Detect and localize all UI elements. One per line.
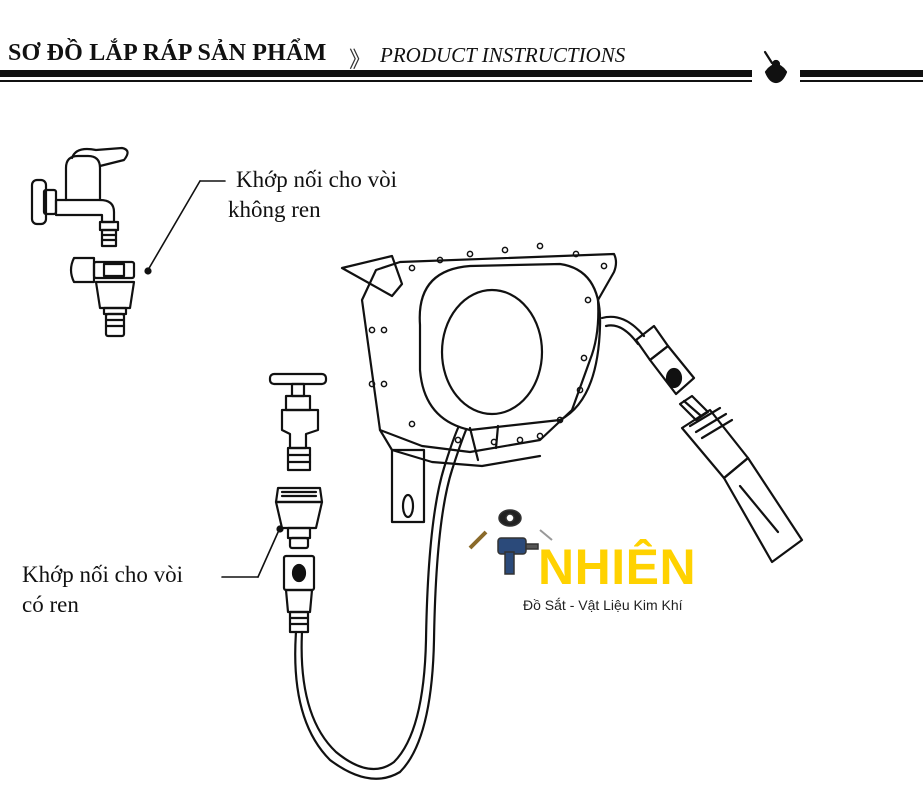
header-rule-left bbox=[0, 70, 752, 77]
header-rule-right bbox=[800, 70, 923, 77]
unthreaded-coupling-icon bbox=[69, 256, 136, 338]
hose-connector-icon bbox=[282, 554, 316, 634]
outlet-hose bbox=[600, 315, 646, 338]
header-rule-left-thin bbox=[0, 80, 752, 82]
unthreaded-label-line1: Khớp nối cho vòi bbox=[236, 167, 398, 192]
header: SƠ ĐỒ LẮP RÁP SẢN PHẨM 》 PRODUCT INSTRUC… bbox=[0, 38, 923, 84]
unthreaded-label-line2: không ren bbox=[228, 197, 321, 222]
ladybug-icon bbox=[763, 50, 788, 84]
page-title-vi: SƠ ĐỒ LẮP RÁP SẢN PHẨM bbox=[8, 40, 327, 66]
watermark-tagline: Đồ Sắt - Vật Liệu Kim Khí bbox=[523, 597, 683, 613]
unthreaded-tap-icon bbox=[30, 146, 129, 248]
watermark-name: NHIÊN bbox=[538, 539, 697, 595]
spray-nozzle-icon bbox=[634, 324, 804, 564]
threaded-coupling-icon bbox=[274, 486, 324, 550]
title-separator: 》 bbox=[349, 47, 372, 72]
reel-rivets bbox=[368, 242, 608, 446]
hose-reel-icon bbox=[340, 252, 618, 524]
header-rule-right-thin bbox=[800, 80, 923, 82]
threaded-tap-icon bbox=[268, 372, 328, 472]
hose-loop bbox=[294, 428, 468, 780]
page-title-en: PRODUCT INSTRUCTIONS bbox=[380, 43, 626, 67]
watermark-tools-icon bbox=[468, 509, 553, 575]
threaded-label-line2: có ren bbox=[22, 592, 79, 617]
threaded-label-line1: Khớp nối cho vòi bbox=[22, 562, 184, 587]
